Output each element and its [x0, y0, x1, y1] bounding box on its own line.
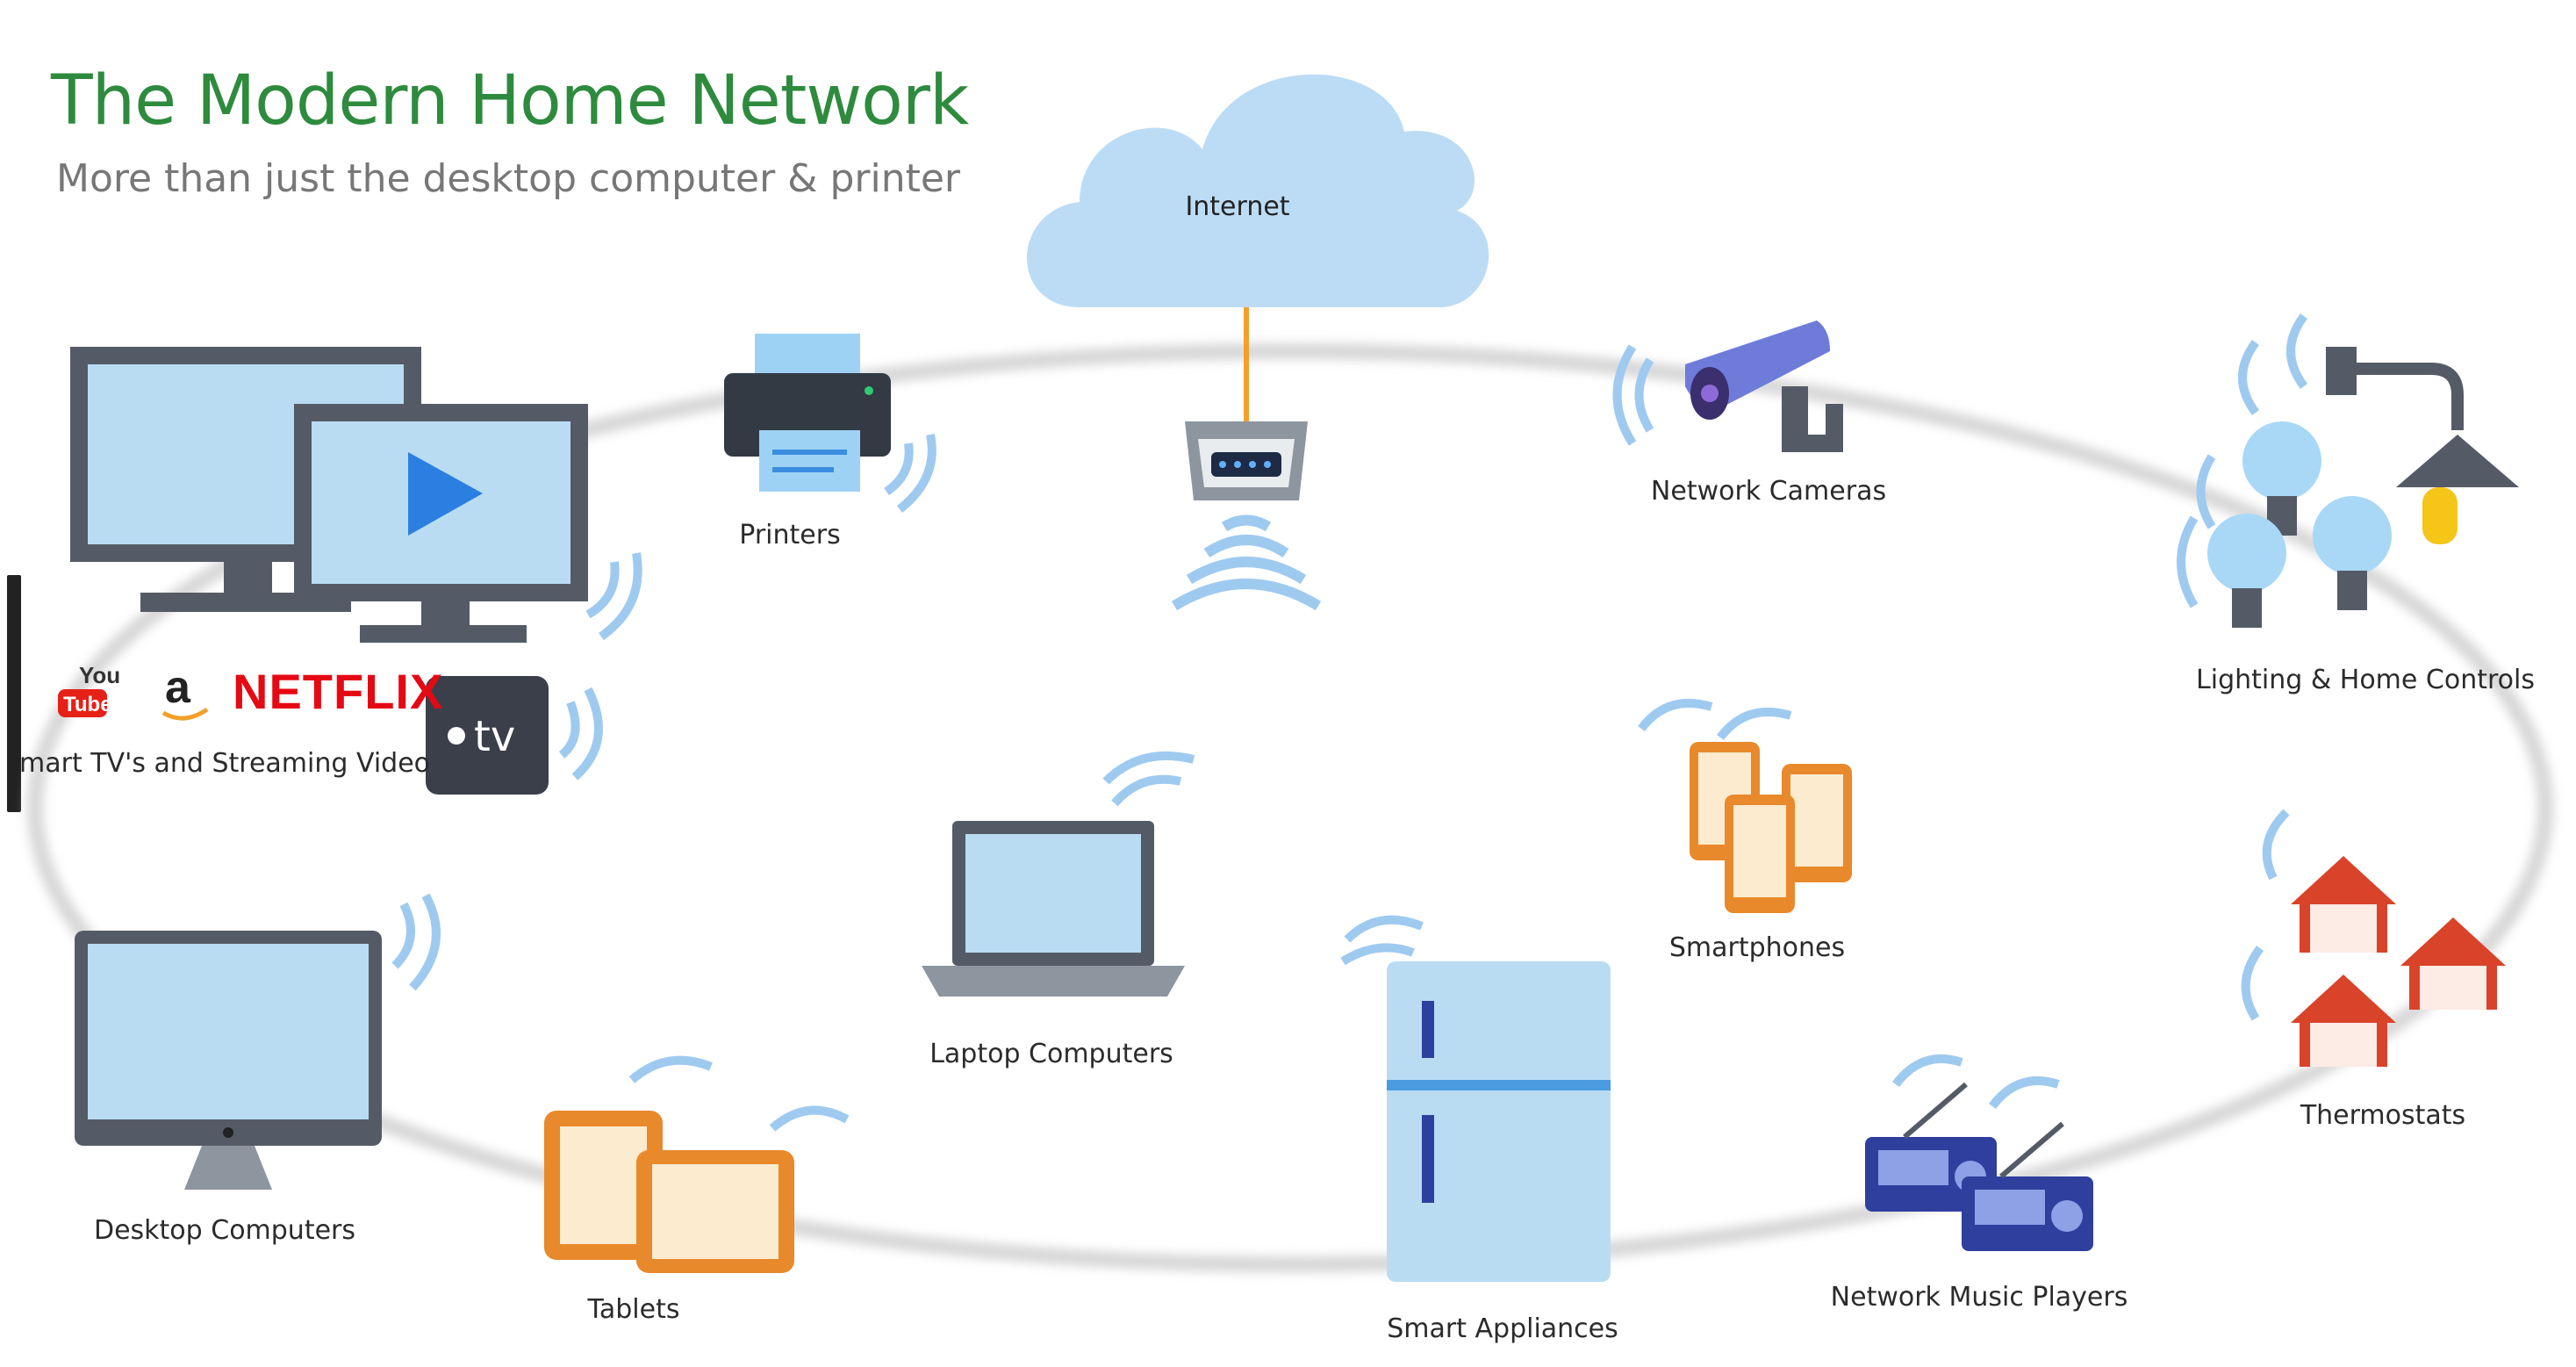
refrigerator-icon — [1340, 915, 1611, 1282]
music-players-icon — [1865, 1054, 2093, 1251]
appletv-text: tv — [474, 712, 515, 761]
youtube-you: You — [79, 662, 120, 688]
wall-lamp-icon — [2286, 313, 2519, 544]
network-ring — [27, 343, 2553, 1272]
internet-cloud-icon: Internet — [1027, 74, 1489, 307]
thermostats-icon — [2241, 809, 2506, 1067]
internet-label: Internet — [1185, 191, 1289, 222]
desktop-computer-icon — [75, 893, 441, 1190]
apple-tv-icon: tv — [426, 676, 603, 795]
printer-icon — [724, 334, 936, 513]
amazon-a: a — [165, 662, 191, 713]
smartphones-label: Smartphones — [1668, 932, 1846, 963]
television-icon — [70, 347, 642, 643]
thermostats-label: Thermostats — [2300, 1100, 2466, 1131]
tablets-icon — [544, 1055, 850, 1273]
netflix-logo: NETFLIX — [233, 664, 444, 719]
router-icon — [1171, 421, 1322, 611]
smartphones-icon — [1638, 698, 1852, 913]
desktops-label: Desktop Computers — [93, 1215, 356, 1246]
smart-tvs-label: mart TV's and Streaming Video — [19, 748, 431, 779]
laptops-label: Laptop Computers — [929, 1039, 1173, 1069]
scrollbar-thumb[interactable] — [7, 575, 21, 812]
lighting-label: Lighting & Home Controls — [2196, 665, 2535, 695]
appliances-label: Smart Appliances — [1387, 1313, 1618, 1344]
network-camera-icon — [1612, 320, 1843, 452]
light-bulbs-icon — [2177, 340, 2392, 628]
laptop-icon — [922, 751, 1195, 996]
diagram-title: The Modern Home Network — [51, 61, 969, 140]
tablets-label: Tablets — [587, 1294, 680, 1325]
amazon-logo-icon: a — [161, 662, 209, 721]
printers-label: Printers — [739, 520, 841, 550]
youtube-logo-icon: You Tube — [58, 662, 120, 717]
youtube-tube: Tube — [63, 693, 112, 716]
music-players-label: Network Music Players — [1830, 1282, 2128, 1313]
diagram-subtitle: More than just the desktop computer & pr… — [56, 156, 961, 201]
network-cameras-label: Network Cameras — [1650, 476, 1887, 507]
